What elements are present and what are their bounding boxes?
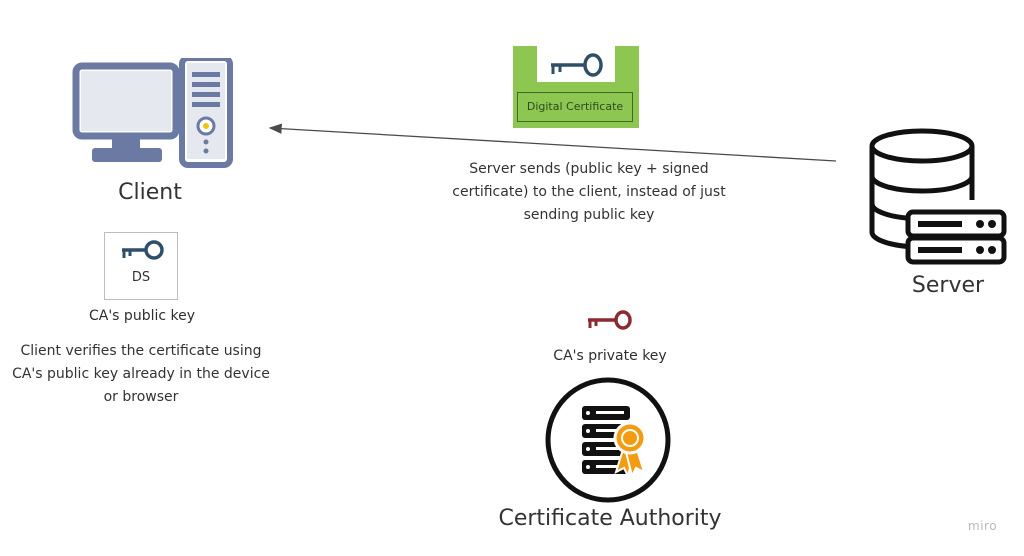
key-icon: [547, 52, 605, 78]
key-icon: [584, 309, 634, 331]
miro-watermark: miro: [968, 519, 998, 533]
digital-certificate-card: Digital Certificate: [513, 46, 639, 128]
certificate-authority-icon: [544, 376, 672, 504]
ca-public-key-label: CA's public key: [88, 308, 196, 324]
ca-private-key-label: CA's private key: [553, 348, 667, 364]
server-label: Server: [911, 273, 985, 298]
desktop-computer-icon: [72, 55, 234, 168]
digital-signature-card: DS: [104, 232, 178, 300]
key-icon: [118, 239, 166, 261]
certificate-label: Digital Certificate: [526, 100, 624, 113]
certificate-label-box: Digital Certificate: [517, 92, 633, 122]
database-server-icon: [866, 128, 1012, 266]
certificate-authority-label: Certificate Authority: [498, 506, 722, 531]
client-label: Client: [118, 180, 182, 205]
client-verify-text: Client verifies the certificate using CA…: [12, 343, 270, 405]
server-sends-text: Server sends (public key + signed certif…: [452, 161, 726, 223]
certificate-key-area: [537, 46, 615, 82]
ds-label: DS: [131, 270, 151, 285]
